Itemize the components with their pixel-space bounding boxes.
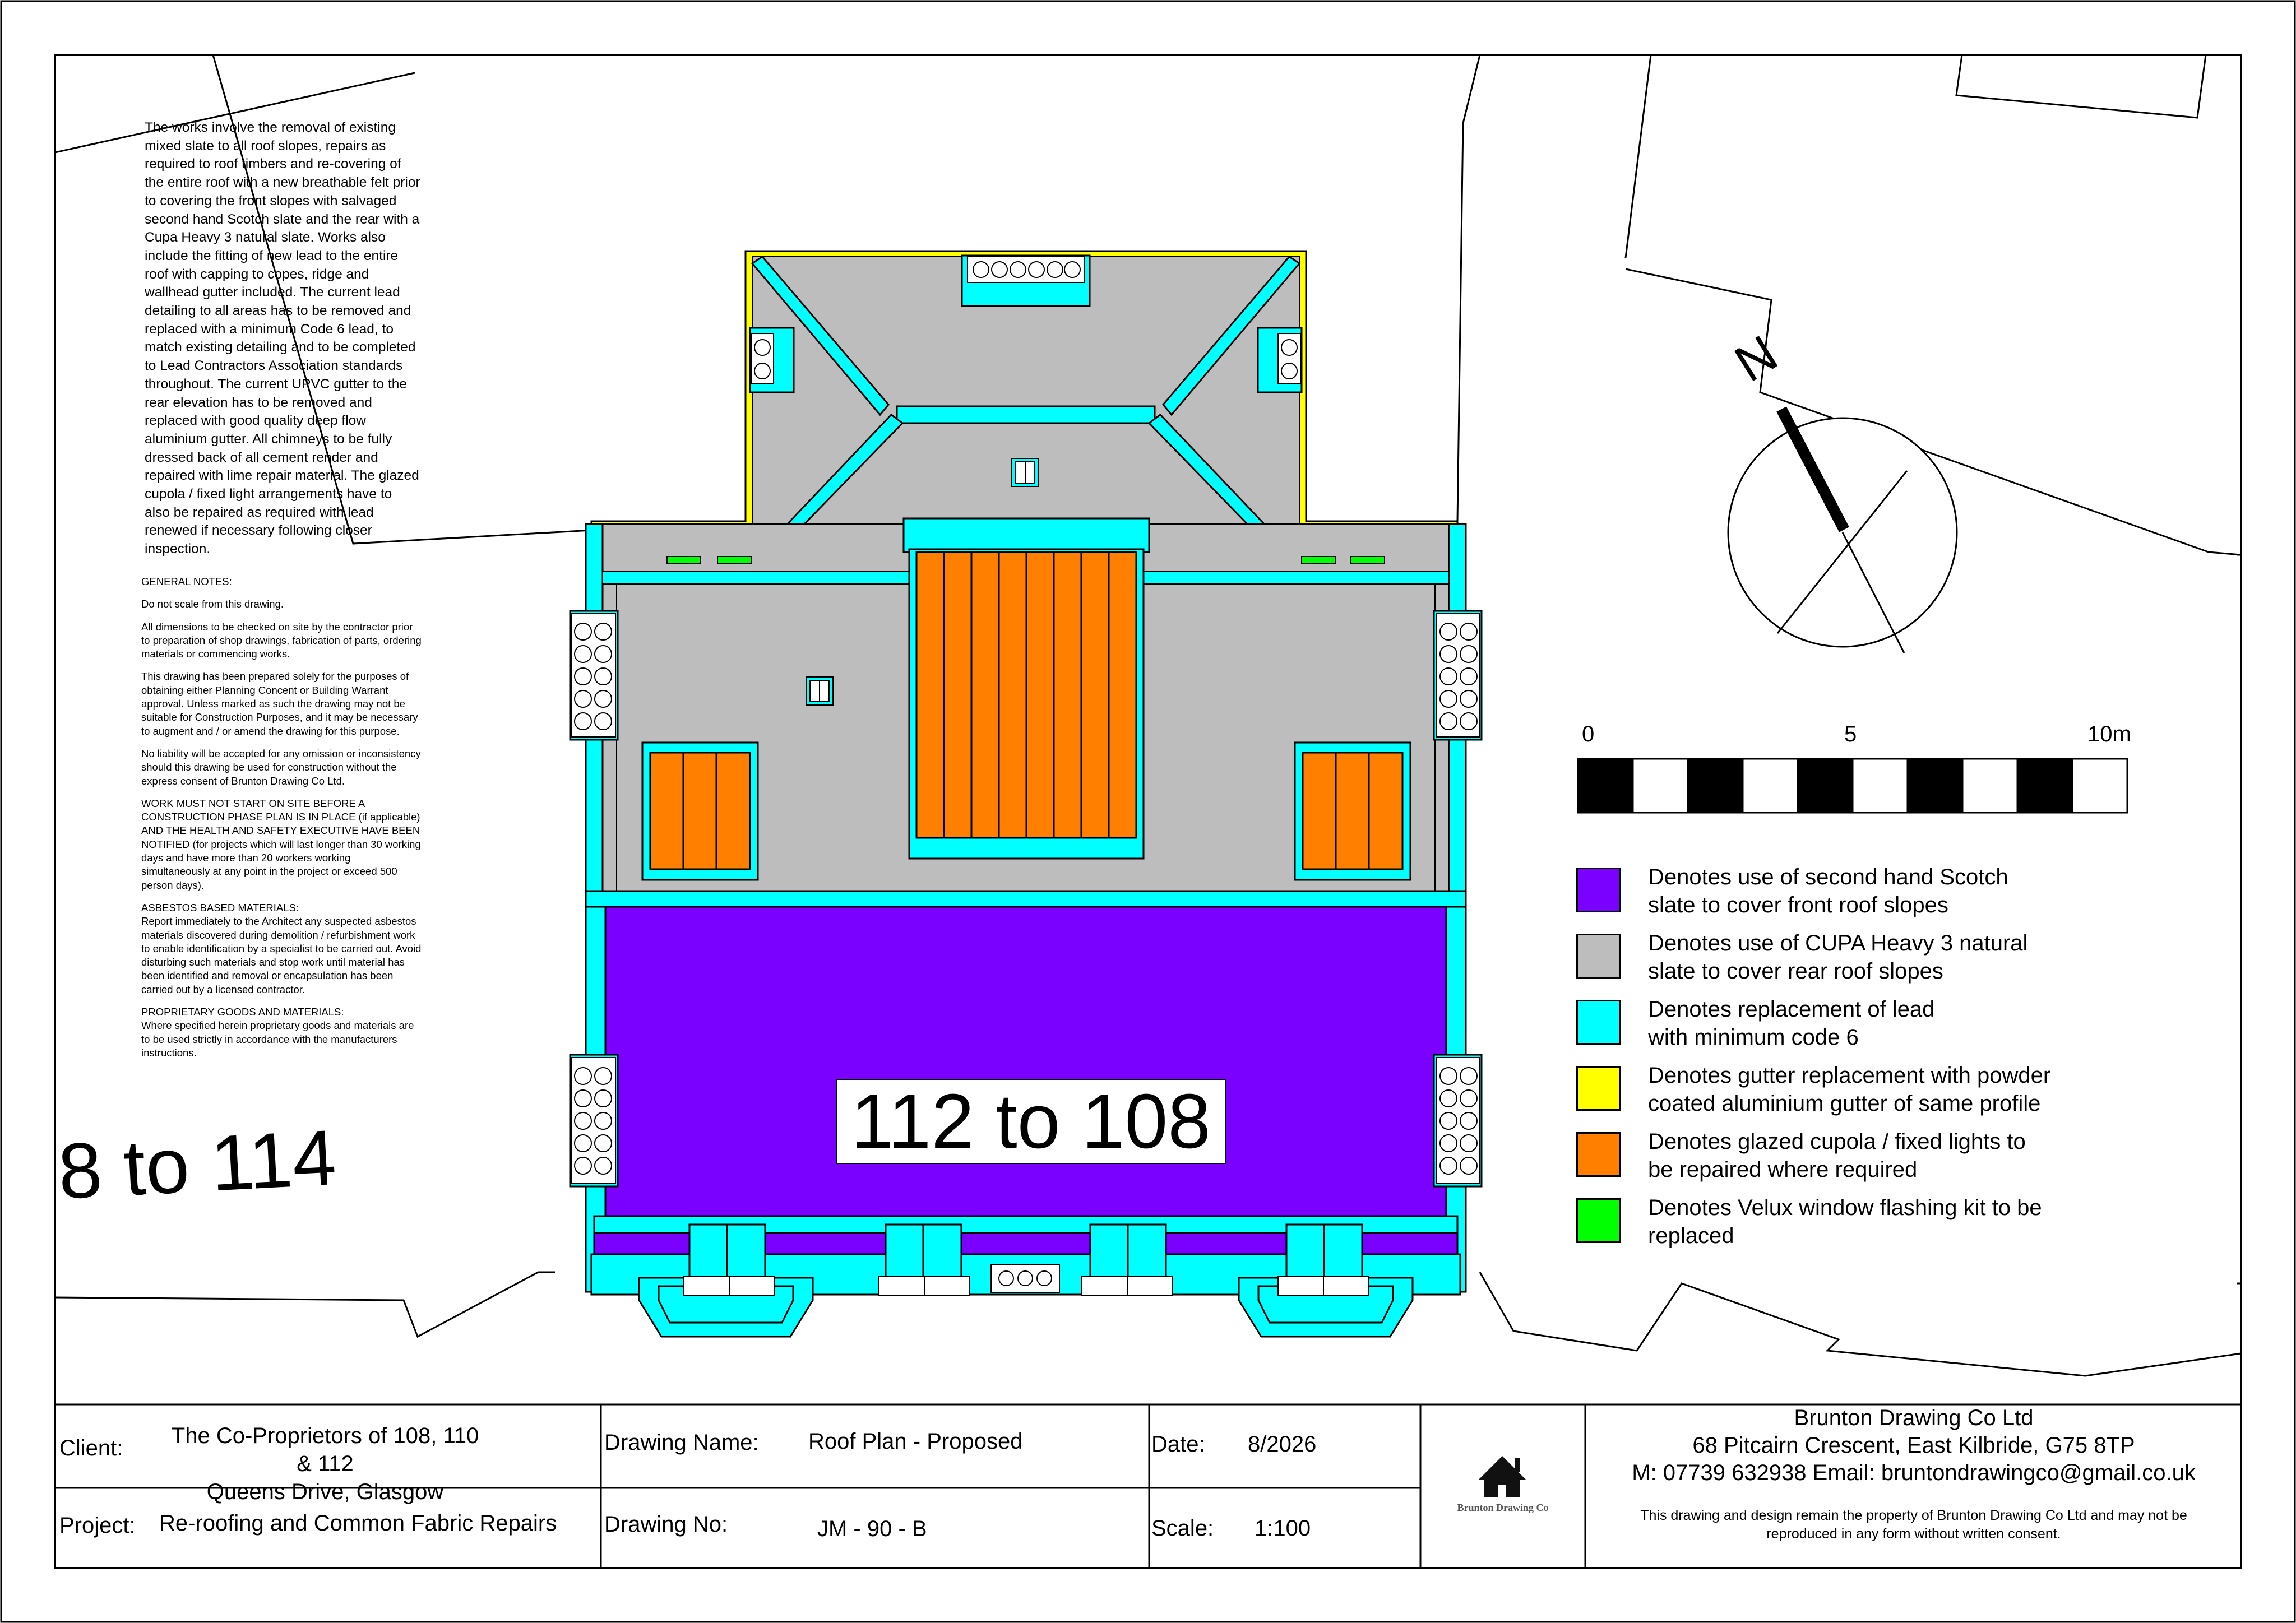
scale-label: Scale: [1151, 1516, 1214, 1541]
scale-label-10: 10m [2087, 722, 2131, 746]
scale-segment [1906, 758, 1964, 814]
drawing-name-label: Drawing Name: [604, 1430, 759, 1455]
legend-swatch [1576, 1000, 1621, 1045]
right-cupola [1302, 752, 1404, 870]
scale-segment [1742, 758, 1799, 814]
company-address: 68 Pitcairn Crescent, East Kilbride, G75… [1692, 1433, 2135, 1458]
general-note: Do not scale from this drawing. [141, 598, 284, 610]
drawing-name-value: Roof Plan - Proposed [808, 1429, 1023, 1454]
general-note: No liability will be accepted for any om… [141, 747, 421, 787]
works-description: The works involve the removal of existin… [145, 120, 420, 557]
legend-item-cupa-slate: Denotes use of CUPA Heavy 3 natural slat… [1576, 931, 2137, 984]
legend-text: Denotes Velux window flashing kit to be … [1648, 1195, 2042, 1248]
legend-text: Denotes glazed cupola / fixed lights to … [1648, 1129, 2026, 1182]
scale-label-0: 0 [1582, 722, 1595, 746]
scale-label-5: 5 [1844, 722, 1857, 746]
logo-house-icon [1479, 1456, 1526, 1497]
scale-bar [1577, 758, 2128, 814]
scale-segment [1687, 758, 1744, 814]
scale-segment [2071, 758, 2128, 814]
company-name: Brunton Drawing Co Ltd [1794, 1406, 2034, 1430]
scale-segment [2016, 758, 2073, 814]
legend-item-velux: Denotes Velux window flashing kit to be … [1576, 1195, 2137, 1248]
left-cupola [649, 752, 751, 870]
general-notes-heading: GENERAL NOTES: [141, 576, 232, 587]
legend-swatch [1576, 934, 1621, 979]
legend-item-cupola: Denotes glazed cupola / fixed lights to … [1576, 1129, 2137, 1182]
general-note: All dimensions to be checked on site by … [141, 620, 422, 660]
drawing-no-label: Drawing No: [604, 1512, 728, 1537]
scale-value: 1:100 [1255, 1516, 1311, 1541]
legend-swatch [1576, 1132, 1621, 1177]
legend-text: Denotes replacement of lead with minimum… [1648, 997, 1935, 1050]
scale-segment [1577, 758, 1634, 814]
general-note: WORK MUST NOT START ON SITE BEFORE A CON… [141, 797, 421, 891]
scale-segment [1797, 758, 1854, 814]
general-note: ASBESTOS BASED MATERIALS: Report immedia… [141, 901, 422, 995]
legend-item-gutter: Denotes gutter replacement with powder c… [1576, 1063, 2137, 1116]
company-contact: M: 07739 632938 Email: bruntondrawingco@… [1632, 1460, 2196, 1485]
client-label: Client: [59, 1436, 123, 1460]
legend-swatch [1576, 1066, 1621, 1111]
legend-text: Denotes gutter replacement with powder c… [1648, 1063, 2051, 1116]
side-chimneys [569, 610, 1483, 1188]
north-arrow [1727, 406, 1958, 653]
main-building-label: 112 to 108 [850, 1078, 1211, 1165]
scale-segment [1961, 758, 2019, 814]
roof-plan [569, 250, 1483, 1338]
copyright-note: This drawing and design remain the prope… [1640, 1508, 2187, 1542]
front-roof-slope [604, 906, 1447, 1217]
hip-leads [751, 256, 1301, 528]
velux-flashing [666, 556, 701, 564]
client-value: The Co-Proprietors of 108, 110 & 112 Que… [171, 1423, 479, 1504]
date-label: Date: [1151, 1432, 1205, 1457]
title-block-grid [55, 1403, 2241, 1568]
legend-swatch [1576, 868, 1621, 912]
drawing-no-value: JM - 90 - B [817, 1517, 927, 1541]
neighbour-label: 8 to 114 [56, 1113, 339, 1216]
legend-item-lead: Denotes replacement of lead with minimum… [1576, 997, 2137, 1050]
legend-text: Denotes use of CUPA Heavy 3 natural slat… [1648, 931, 2028, 984]
general-note: This drawing has been prepared solely fo… [141, 670, 418, 737]
general-note: PROPRIETARY GOODS AND MATERIALS: Where s… [141, 1006, 414, 1059]
legend-text: Denotes use of second hand Scotch slate … [1648, 865, 2008, 917]
legend-item-scotch-slate: Denotes use of second hand Scotch slate … [1576, 865, 2137, 917]
scale-segment [1632, 758, 1689, 814]
main-label-box [836, 1079, 1226, 1164]
general-notes: GENERAL NOTES: Do not scale from this dr… [141, 575, 455, 1069]
logo-text: Brunton Drawing Co [1457, 1502, 1549, 1513]
date-value: 8/2026 [1248, 1432, 1317, 1457]
legend-swatch [1576, 1198, 1621, 1243]
drawing-frame [54, 54, 2242, 1569]
project-label: Project: [59, 1513, 136, 1538]
scale-segment [1851, 758, 1909, 814]
project-value: Re-roofing and Common Fabric Repairs [159, 1511, 557, 1536]
